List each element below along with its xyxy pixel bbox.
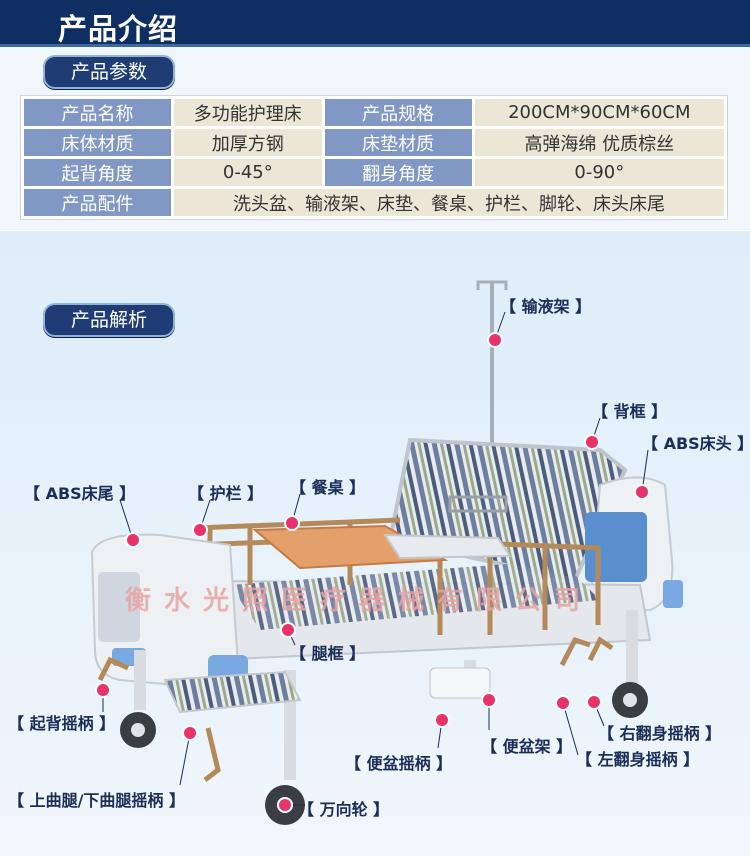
spec-value: 200CM*90CM*60CM bbox=[474, 99, 724, 126]
label-back-crank: 【 起背摇柄 】 bbox=[8, 714, 116, 733]
label-iv-pole: 【 输液架 】 bbox=[500, 297, 592, 316]
abs-head-board bbox=[585, 476, 683, 614]
label-bedpan-crank: 【 便盆摇柄 】 bbox=[345, 754, 453, 773]
caster-wheels bbox=[120, 682, 648, 825]
params-section-title: 产品参数 bbox=[43, 55, 175, 89]
table-row: 床体材质 加厚方钢 床垫材质 高弹海绵 优质棕丝 bbox=[24, 129, 724, 156]
spec-value: 0-90° bbox=[474, 159, 724, 186]
bedpan-rack bbox=[163, 667, 491, 714]
header-bar: 产品介绍 bbox=[0, 0, 750, 47]
spec-value: 洗头盆、输液架、床垫、餐桌、护栏、脚轮、床头床尾 bbox=[174, 189, 724, 216]
label-back-frame: 【 背框 】 bbox=[592, 402, 668, 421]
header-divider bbox=[0, 44, 750, 47]
analysis-section-title: 产品解析 bbox=[43, 303, 175, 337]
label-leg-crank: 【 上曲腿/下曲腿摇柄 】 bbox=[8, 791, 185, 810]
label-caster: 【 万向轮 】 bbox=[298, 800, 390, 819]
spec-key: 产品名称 bbox=[24, 99, 171, 126]
spec-key: 起背角度 bbox=[24, 159, 171, 186]
company-watermark: 衡水光照医疗器械有限公司 bbox=[125, 586, 594, 616]
table-row: 起背角度 0-45° 翻身角度 0-90° bbox=[24, 159, 724, 186]
page-title: 产品介绍 bbox=[58, 12, 179, 46]
crank-handles bbox=[97, 636, 614, 782]
label-abs-tail: 【 ABS床尾 】 bbox=[24, 484, 136, 503]
spec-key: 产品规格 bbox=[324, 99, 472, 126]
label-guardrail: 【 护栏 】 bbox=[188, 484, 264, 503]
label-leg-frame: 【 腿框 】 bbox=[290, 644, 366, 663]
label-right-turn-crank: 【 右翻身摇柄 】 bbox=[598, 724, 722, 743]
iv-pole bbox=[476, 280, 508, 470]
label-bedpan-rack: 【 便盆架 】 bbox=[481, 737, 573, 756]
spec-key: 床体材质 bbox=[24, 129, 171, 156]
dining-table bbox=[252, 524, 512, 570]
label-abs-head: 【 ABS床头 】 bbox=[642, 434, 750, 453]
spec-value: 0-45° bbox=[174, 159, 322, 186]
spec-table: 产品名称 多功能护理床 产品规格 200CM*90CM*60CM 床体材质 加厚… bbox=[20, 95, 728, 220]
label-left-turn-crank: 【 左翻身摇柄 】 bbox=[576, 750, 700, 769]
label-dining-table: 【 餐桌 】 bbox=[290, 478, 366, 497]
callout-dots bbox=[95, 332, 650, 813]
spec-key: 床垫材质 bbox=[324, 129, 472, 156]
spec-key: 产品配件 bbox=[24, 189, 171, 216]
table-row: 产品配件 洗头盆、输液架、床垫、餐桌、护栏、脚轮、床头床尾 bbox=[24, 189, 724, 216]
spec-value: 高弹海绵 优质棕丝 bbox=[474, 129, 724, 156]
spec-value: 加厚方钢 bbox=[174, 129, 322, 156]
spec-value: 多功能护理床 bbox=[174, 99, 322, 126]
spec-key: 翻身角度 bbox=[324, 159, 472, 186]
table-row: 产品名称 多功能护理床 产品规格 200CM*90CM*60CM bbox=[24, 99, 724, 126]
